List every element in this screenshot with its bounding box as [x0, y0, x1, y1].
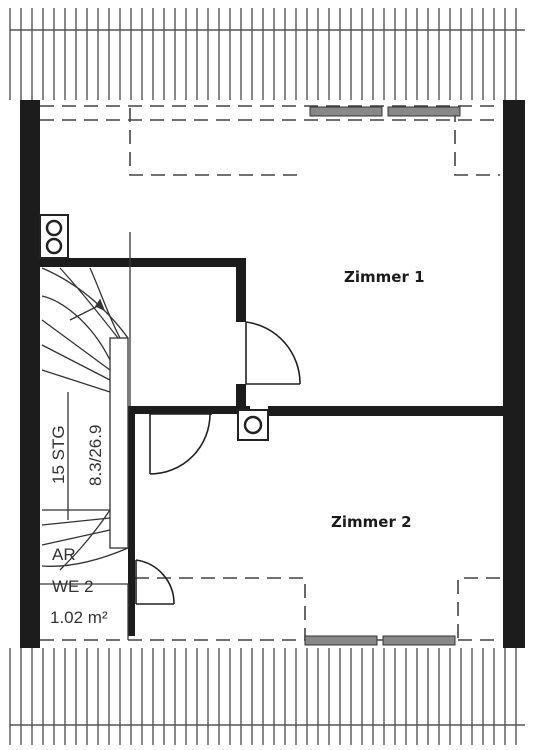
staircase	[41, 267, 129, 571]
roof-hatching-bottom	[9, 648, 525, 745]
room-label-zimmer1: Zimmer 1	[344, 268, 425, 286]
gable-walls	[20, 100, 525, 648]
roof-hatching-top	[9, 8, 525, 100]
storage-code-label: AR	[52, 545, 76, 564]
storage-area-label: 1.02 m²	[50, 608, 108, 627]
thin-lines	[40, 232, 131, 640]
dormer-window-top	[309, 106, 461, 117]
eaves-dashed-lines	[40, 105, 500, 641]
vent-shaft-upper	[39, 214, 69, 259]
stair-ratio-label: 8.3/26.9	[86, 425, 105, 486]
storage-unit-label: WE 2	[52, 577, 94, 596]
vent-shaft-middle	[237, 409, 269, 441]
room-label-zimmer2: Zimmer 2	[331, 513, 412, 531]
stair-steps-label: 15 STG	[49, 425, 68, 484]
door-storage	[135, 559, 175, 605]
interior-walls	[40, 258, 504, 636]
door-zimmer2	[149, 413, 212, 475]
dormer-window-bottom	[304, 635, 456, 646]
door-zimmer1	[245, 321, 301, 385]
